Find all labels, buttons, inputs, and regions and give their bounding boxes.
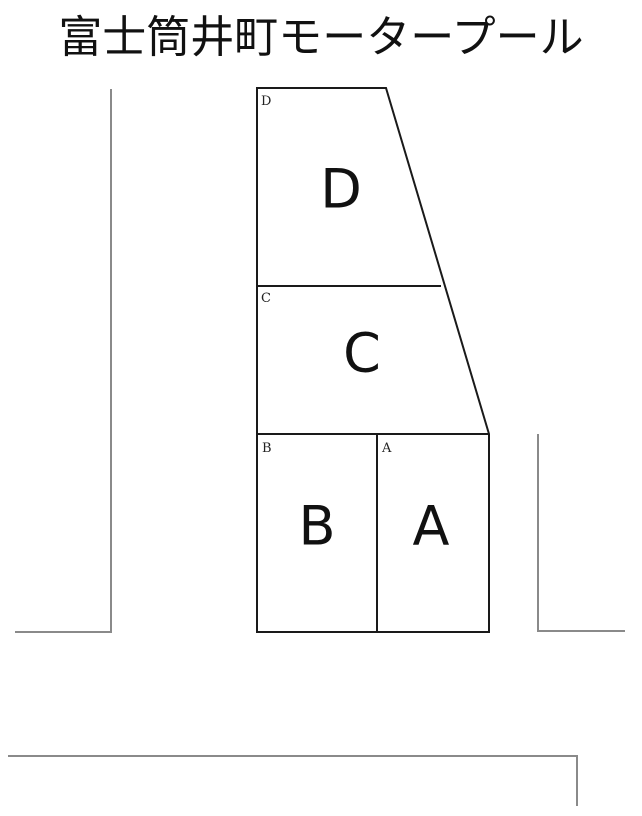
space-c-label: C: [343, 322, 381, 385]
space-c-corner-label: C: [261, 291, 271, 306]
page-title: 富士筒井町モータープール: [58, 12, 584, 63]
road-line-right: [537, 434, 625, 632]
space-d-label: D: [320, 158, 362, 221]
space-a-label: A: [413, 495, 450, 558]
parking-space-a[interactable]: A A: [381, 441, 450, 558]
lot-outline: [256, 87, 490, 633]
road-line-bottom: [8, 755, 578, 806]
parking-space-d[interactable]: D D: [261, 94, 362, 221]
parking-space-c[interactable]: C C: [261, 291, 381, 385]
lot-boundary: [256, 87, 490, 633]
road-line-left: [15, 89, 112, 633]
parking-space-b[interactable]: B B: [262, 441, 336, 558]
space-b-label: B: [298, 495, 335, 558]
space-d-corner-label: D: [261, 94, 271, 109]
space-a-corner-label: A: [381, 441, 392, 456]
road-lines: [8, 89, 625, 806]
space-b-corner-label: B: [262, 441, 272, 456]
